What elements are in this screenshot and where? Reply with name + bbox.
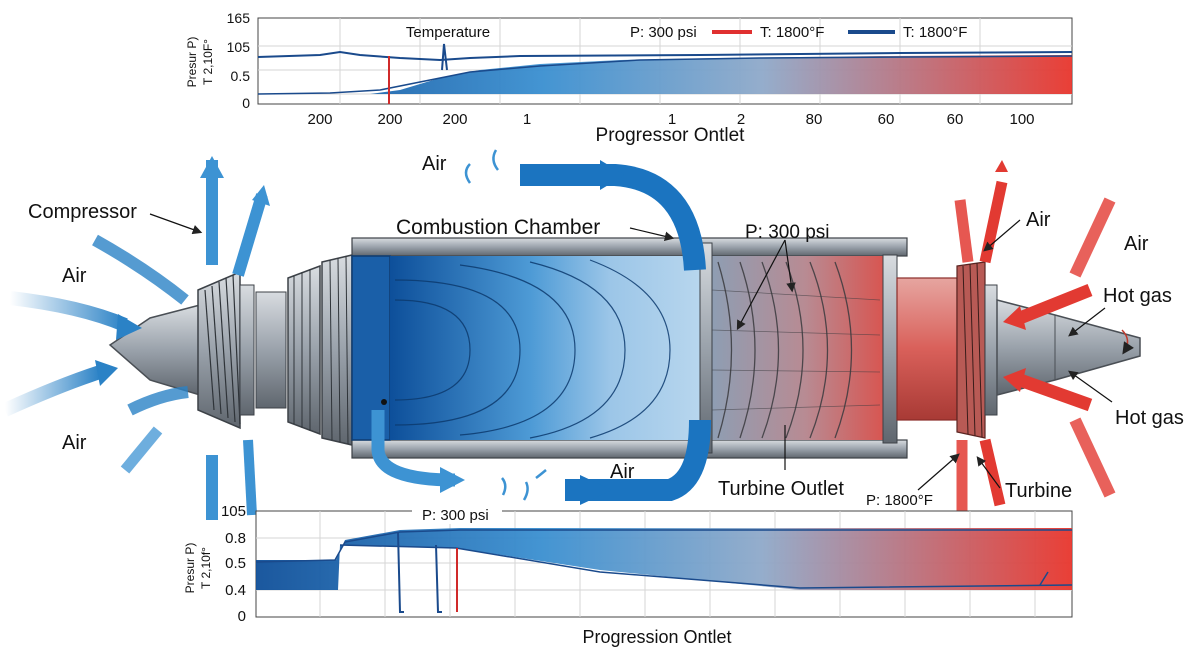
label-air-right-1: Air (1026, 209, 1051, 231)
top-x-tick-1: 200 (377, 111, 402, 128)
label-air-bottom-center: Air (610, 461, 635, 483)
top-x-axis-label: Progressor Ontlet (596, 125, 746, 146)
label-air-top-center: Air (422, 153, 447, 175)
top-x-tick-6: 80 (806, 111, 823, 128)
engine-body (108, 237, 1141, 459)
top-x-tick-4: 1 (668, 111, 676, 128)
label-hot-gas-bottom: Hot gas (1115, 407, 1184, 429)
top-x-tick-8: 60 (947, 111, 964, 128)
top-x-tick-0: 200 (307, 111, 332, 128)
bottom-y-tick-4: 0 (238, 608, 246, 625)
legend-pressure: P: 300 psi (630, 24, 697, 41)
label-hot-gas-top: Hot gas (1103, 285, 1172, 307)
top-y-tick-2: 0.5 (231, 68, 251, 84)
label-compressor: Compressor (28, 201, 137, 223)
bottom-x-axis-label: Progression Ontlet (582, 627, 731, 647)
top-y-axis-label-2: T 2,10F° (201, 39, 215, 85)
turbine-section (705, 256, 887, 440)
label-combustion-chamber: Combustion Chamber (396, 216, 600, 239)
air-arrows (2, 149, 711, 520)
label-turbine: Turbine (1005, 480, 1072, 502)
bottom-chart: P: 300 psi 105 0.8 0.5 0.4 0 Presur P) T… (183, 503, 1073, 647)
combustion-chamber-interior (390, 256, 705, 440)
label-air-right-2: Air (1124, 233, 1149, 255)
bottom-chart-annotation: P: 300 psi (422, 507, 489, 524)
bottom-y-tick-3: 0.4 (225, 582, 246, 599)
top-x-tick-3: 1 (523, 111, 531, 128)
top-chart: 165 105 0.5 0 Presur P) T 2,10F° Tempera… (185, 10, 1073, 146)
top-y-tick-1: 105 (227, 39, 251, 55)
top-y-axis-label-1: Presur P) (185, 37, 199, 88)
top-x-tick-7: 60 (878, 111, 895, 128)
bottom-y-axis-label-1: Presur P) (183, 543, 197, 594)
legend-t1: T: 1800°F (760, 24, 824, 41)
bottom-y-tick-0: 105 (221, 503, 246, 520)
label-turbine-outlet: Turbine Outlet (718, 478, 844, 500)
legend-t2: T: 1800°F (903, 24, 967, 41)
label-temp-bottom: P: 1800°F (866, 492, 933, 509)
hot-gas-arrows (954, 160, 1134, 515)
bottom-y-axis-label-2: T 2,10f° (199, 547, 213, 589)
top-x-tick-5: 2 (737, 111, 745, 128)
top-chart-title: Temperature (406, 24, 490, 41)
label-air-left-bottom: Air (62, 432, 87, 454)
bottom-y-tick-1: 0.8 (225, 530, 246, 547)
top-x-tick-2: 200 (442, 111, 467, 128)
top-y-tick-0: 165 (227, 10, 251, 26)
top-y-tick-3: 0 (242, 95, 250, 111)
top-x-tick-9: 100 (1009, 111, 1034, 128)
label-pressure-center: P: 300 psi (745, 222, 830, 243)
label-air-left-top: Air (62, 265, 87, 287)
compressor-fan (197, 254, 353, 446)
bottom-y-tick-2: 0.5 (225, 555, 246, 572)
